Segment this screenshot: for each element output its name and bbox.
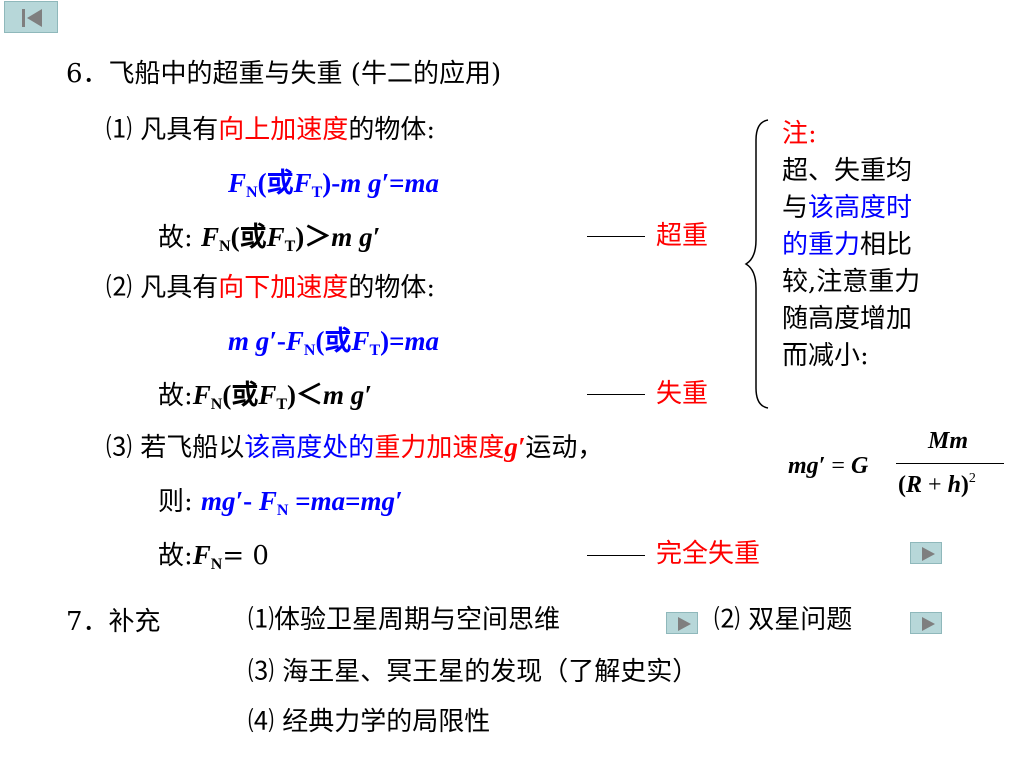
item1-conclusion: 故: FN(或FT)＞m g′	[158, 222, 381, 255]
result-overweight: 超重	[656, 221, 709, 251]
result-complete-weightless: 完全失重	[656, 539, 761, 569]
item1-equation: FN(或FT)-m g′=ma	[228, 168, 440, 201]
play-icon	[678, 617, 691, 631]
item3-then: 则: mg′- FN =ma=mg′	[158, 486, 403, 519]
divider-line	[587, 394, 645, 395]
first-slide-icon	[22, 9, 42, 27]
item2-conclusion: 故:FN(或FT)＜m g′	[158, 380, 372, 413]
item3-red: 重力加速度	[374, 433, 505, 463]
item1-line: ⑴ 凡具有向上加速度的物体:	[106, 114, 435, 146]
note-line4: 较,注意重力	[782, 267, 921, 297]
note-line5: 随高度增加	[782, 304, 913, 334]
curly-brace	[744, 119, 769, 409]
play-button-2[interactable]	[666, 612, 698, 634]
item3-line: ⑶ 若飞船以该高度处的重力加速度g′运动，	[106, 432, 604, 463]
divider-line	[587, 555, 645, 556]
item2-equation: m g′-FN(或FT)=ma	[228, 326, 440, 359]
item1-highlight: 向上加速度	[218, 115, 349, 145]
result-weightless: 失重	[656, 379, 709, 409]
play-icon	[922, 617, 935, 631]
item1-pre: 凡具有	[140, 115, 219, 145]
section7-title: 7．补充	[66, 607, 161, 637]
item3-blue: 该高度处的	[244, 433, 375, 463]
item1-post: 的物体:	[348, 115, 436, 145]
item2-line: ⑵ 凡具有向下加速度的物体:	[106, 273, 436, 303]
gravity-formula-lhs: mg′=G	[788, 453, 869, 479]
section7-item2: ⑵ 双星问题	[714, 605, 853, 635]
item1-label: ⑴	[106, 115, 133, 145]
note-block: 注: 超、失重均 与该高度时 的重力相比 较,注意重力 随高度增加 而减小:	[782, 116, 920, 375]
item3-conclusion: 故:FN= 0	[158, 540, 269, 573]
note-line2: 与该高度时	[782, 193, 913, 223]
item2-highlight: 向下加速度	[218, 273, 349, 303]
gravity-formula-denominator: (R+h)2	[898, 471, 976, 499]
section7-item3: ⑶ 海王星、冥王星的发现（了解史实）	[248, 657, 699, 687]
section6-title: 6．飞船中的超重与失重 (牛二的应用)	[66, 59, 502, 89]
item2-label: ⑵	[106, 273, 133, 303]
play-button-3[interactable]	[910, 612, 942, 634]
first-slide-button[interactable]	[4, 1, 58, 33]
divider-line	[587, 236, 645, 237]
gravity-formula-numerator: Mm	[928, 428, 969, 454]
note-line3: 的重力相比	[782, 230, 913, 260]
section7-item4: ⑷ 经典力学的局限性	[248, 707, 491, 737]
note-line6: 而减小:	[782, 341, 869, 371]
play-icon	[922, 547, 935, 561]
note-line1: 超、失重均	[782, 156, 913, 186]
section7-item1: ⑴体验卫星周期与空间思维	[248, 605, 561, 635]
play-button-1[interactable]	[910, 542, 942, 564]
item3-label: ⑶	[106, 433, 133, 463]
fraction-line	[896, 463, 1004, 464]
note-title: 注:	[782, 119, 817, 149]
